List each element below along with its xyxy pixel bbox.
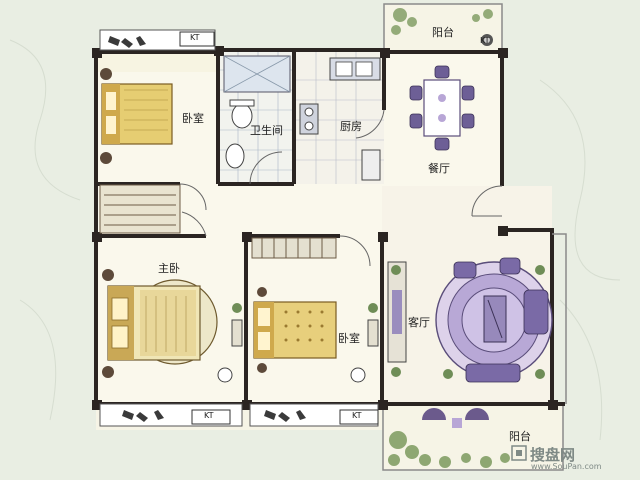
- master-bedroom-furniture: [102, 269, 243, 383]
- kitchen-label: 厨房: [340, 120, 362, 133]
- living-room-furniture: [387, 257, 553, 383]
- dining-label: 餐厅: [428, 162, 450, 175]
- door-swings: [179, 109, 385, 267]
- bedroom-mid-furniture: [251, 237, 379, 383]
- bathroom-label: 卫生间: [250, 124, 283, 137]
- master-bedroom-label: 主卧: [158, 262, 180, 275]
- watermark-url: www.SouPan.com: [531, 462, 602, 471]
- ac-mark: KT: [204, 411, 214, 420]
- balcony-bottom: [382, 403, 564, 471]
- ac-mark: KT: [190, 33, 200, 42]
- living-window-frame: [552, 233, 567, 404]
- ac-units: [179, 31, 379, 425]
- bedroom-mid-label: 卧室: [338, 332, 360, 345]
- watermark-logo: [511, 445, 527, 461]
- bedroom-nw-furniture: [99, 68, 181, 234]
- wall-posts: [92, 46, 558, 410]
- balcony-top-label: 阳台: [432, 26, 454, 39]
- bedroom-nw-label: 卧室: [182, 112, 204, 125]
- ledge-decor: [108, 36, 306, 422]
- balcony-bottom-label: 阳台: [509, 430, 531, 443]
- walls: [94, 48, 565, 406]
- balcony-top: [383, 3, 503, 53]
- kitchen-fixtures: [299, 57, 381, 181]
- background-sketch: [9, 39, 621, 441]
- dining-set: [409, 65, 503, 217]
- living-label: 客厅: [408, 316, 430, 329]
- ac-mark: KT: [480, 36, 490, 45]
- ac-mark: KT: [352, 411, 362, 420]
- watermark-brand: 搜盘网: [530, 446, 576, 464]
- bathroom-fixtures: [223, 55, 291, 185]
